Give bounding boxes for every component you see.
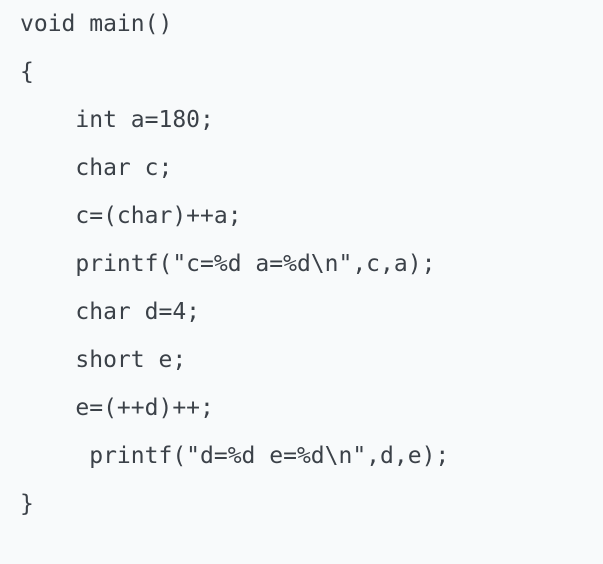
code-line: int a=180; [20,107,214,133]
code-line: char d=4; [20,299,201,325]
code-line: printf("c=%d a=%d\n",c,a); [20,251,436,277]
code-line: char c; [20,155,173,181]
code-line: { [20,59,34,85]
code-line: e=(++d)++; [20,395,214,421]
code-line: c=(char)++a; [20,203,242,229]
code-block: void main() { int a=180; char c; c=(char)… [20,11,450,517]
code-line: short e; [20,347,187,373]
code-line: printf("d=%d e=%d\n",d,e); [20,443,450,469]
code-line: void main() [20,11,173,37]
code-line: } [20,491,34,517]
